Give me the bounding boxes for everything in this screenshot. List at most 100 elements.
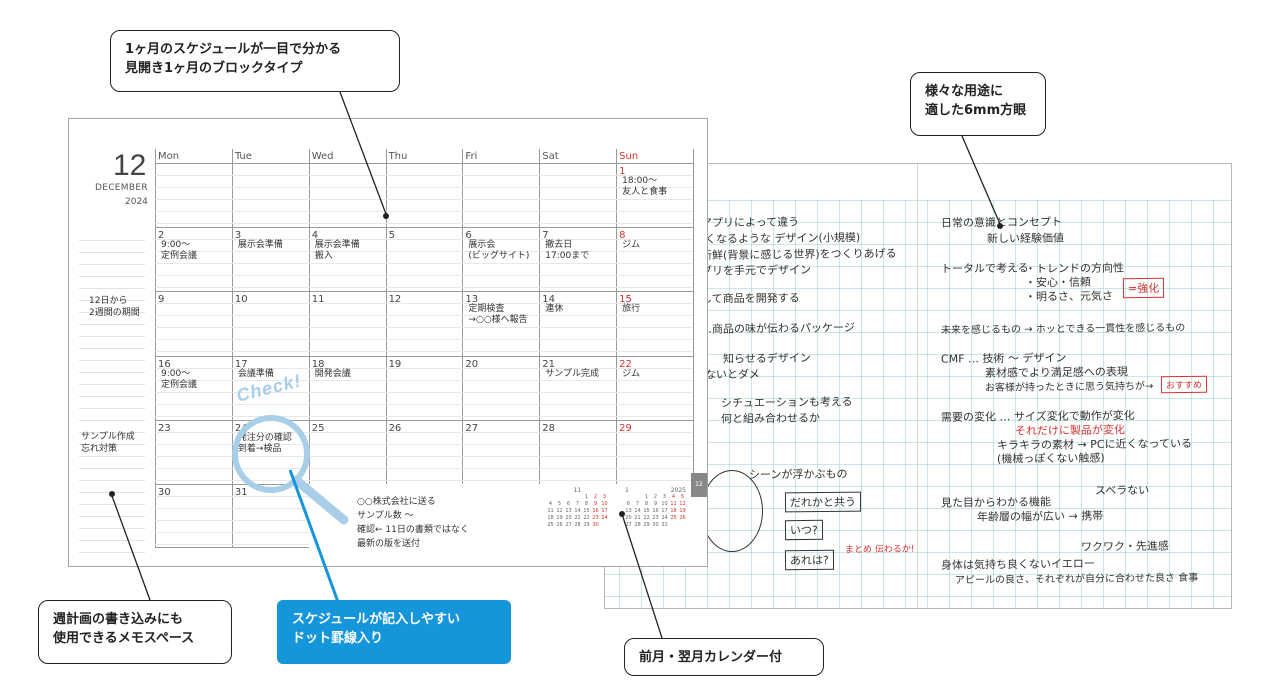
day-number: 11 xyxy=(311,294,325,306)
day-number: 2 xyxy=(158,230,165,242)
day-cell-25[interactable]: 25 xyxy=(308,419,386,484)
day-cell-31[interactable]: 31 xyxy=(231,483,309,548)
mini-cal-day: 2 xyxy=(593,494,598,500)
mini-cal-day: 8 xyxy=(644,501,649,507)
empty-day-cell[interactable] xyxy=(155,163,232,228)
mini-cal-day: 31 xyxy=(661,522,668,528)
day-number: 22 xyxy=(619,358,632,370)
empty-day-cell[interactable] xyxy=(462,163,540,228)
mini-cal-day: 21 xyxy=(574,515,581,521)
mini-cal-day: 30 xyxy=(652,522,659,528)
mini-cal-day: 7 xyxy=(575,501,580,507)
weekday-header-fri: Fri xyxy=(465,151,478,162)
day-cell-30[interactable]: 30 xyxy=(155,483,232,548)
next-month-label: 1 xyxy=(625,487,629,494)
mini-cal-day: 28 xyxy=(634,522,641,528)
empty-day-cell[interactable] xyxy=(385,163,463,228)
note-left-11: シーンが浮かぶもの xyxy=(748,467,848,482)
mini-cal-day: 26 xyxy=(679,515,686,521)
next-month-year: 2025 xyxy=(670,487,686,494)
empty-day-cell[interactable] xyxy=(308,163,386,228)
day-number: 4 xyxy=(311,230,319,242)
day-note-16: 9:00〜 定例会議 xyxy=(161,368,198,390)
weekday-header-sat: Sat xyxy=(542,151,559,162)
day-cell-10[interactable]: 10 xyxy=(231,291,309,356)
mini-cal-day: 17 xyxy=(601,508,608,514)
note-right-15: スベラない xyxy=(1094,483,1150,498)
weekday-header-wed: Wed xyxy=(311,151,334,162)
note-left-8: ないとダメ xyxy=(704,367,760,382)
day-cell-9[interactable]: 9 xyxy=(155,291,232,356)
day-cell-12[interactable]: 12 xyxy=(385,291,463,356)
day-note-21: サンプル完成 xyxy=(545,368,600,379)
day-number: 12 xyxy=(388,294,402,306)
note-left-10: 何と組み合わせるか xyxy=(720,411,821,426)
day-note-4: 展示会準備 搬入 xyxy=(314,240,360,262)
mini-cal-day: 13 xyxy=(625,508,632,514)
mini-cal-day: 9 xyxy=(593,501,598,507)
note-right-box: =強化 xyxy=(1122,277,1165,299)
note-left-box-1: だれかと共う xyxy=(784,491,862,513)
day-cell-11[interactable]: 11 xyxy=(308,291,386,356)
mind-map-circle xyxy=(701,470,763,552)
day-cell-26[interactable]: 26 xyxy=(385,419,463,484)
mini-cal-day: 4 xyxy=(548,501,553,507)
mini-cal-day: 24 xyxy=(661,515,668,521)
mini-cal-day: 11 xyxy=(670,501,677,507)
mini-cal-day: 8 xyxy=(584,501,589,507)
day-number: 31 xyxy=(234,486,248,498)
day-cell-19[interactable]: 19 xyxy=(385,355,463,420)
day-cell-27[interactable]: 27 xyxy=(462,419,540,484)
mini-cal-day: 10 xyxy=(601,501,608,507)
day-number: 17 xyxy=(234,358,248,370)
bottom-note: ○○株式会社に送る サンプル数 〜 確認← 11日の書類ではなく 最新の版を送付 xyxy=(357,497,469,549)
empty-day-cell[interactable] xyxy=(539,163,617,228)
month-year: 2024 xyxy=(125,197,148,207)
callout-dot-rules: スケジュールが記入しやすい ドット罫線入り xyxy=(277,600,511,664)
day-number: 26 xyxy=(388,422,402,434)
mini-cal-day: 21 xyxy=(634,515,641,521)
mini-cal-day: 25 xyxy=(670,515,677,521)
mini-cal-day: 12 xyxy=(556,508,563,514)
note-right-20: アピールの良さ、それぞれが自分に合わせた良さ 食事 xyxy=(954,572,1199,587)
day-cell-28[interactable]: 28 xyxy=(539,419,617,484)
mini-cal-day: 24 xyxy=(601,515,608,521)
day-cell-29[interactable]: 29 xyxy=(616,419,693,484)
day-cell-20[interactable]: 20 xyxy=(462,355,540,420)
day-cell-5[interactable]: 5 xyxy=(385,227,463,292)
note-right-6: ・明るさ、元気さ xyxy=(1024,289,1114,304)
mini-cal-day: 6 xyxy=(566,501,571,507)
day-cell-23[interactable]: 23 xyxy=(155,419,232,484)
mini-cal-day: 14 xyxy=(634,508,641,514)
mini-cal-day: 11 xyxy=(547,508,554,514)
month-index-tab[interactable]: 12 xyxy=(691,473,707,497)
empty-day-cell[interactable] xyxy=(231,163,309,228)
day-number: 29 xyxy=(619,422,632,434)
note-right-10: お客様が持ったときに思う気持ちが→ xyxy=(984,381,1154,394)
note-right-box-2: おすすめ xyxy=(1160,375,1208,394)
mini-cal-day: 1 xyxy=(584,494,589,500)
day-note-14: 連休 xyxy=(545,304,564,315)
note-right-3: トータルで考える xyxy=(940,261,1029,276)
mini-cal-day xyxy=(556,494,563,501)
